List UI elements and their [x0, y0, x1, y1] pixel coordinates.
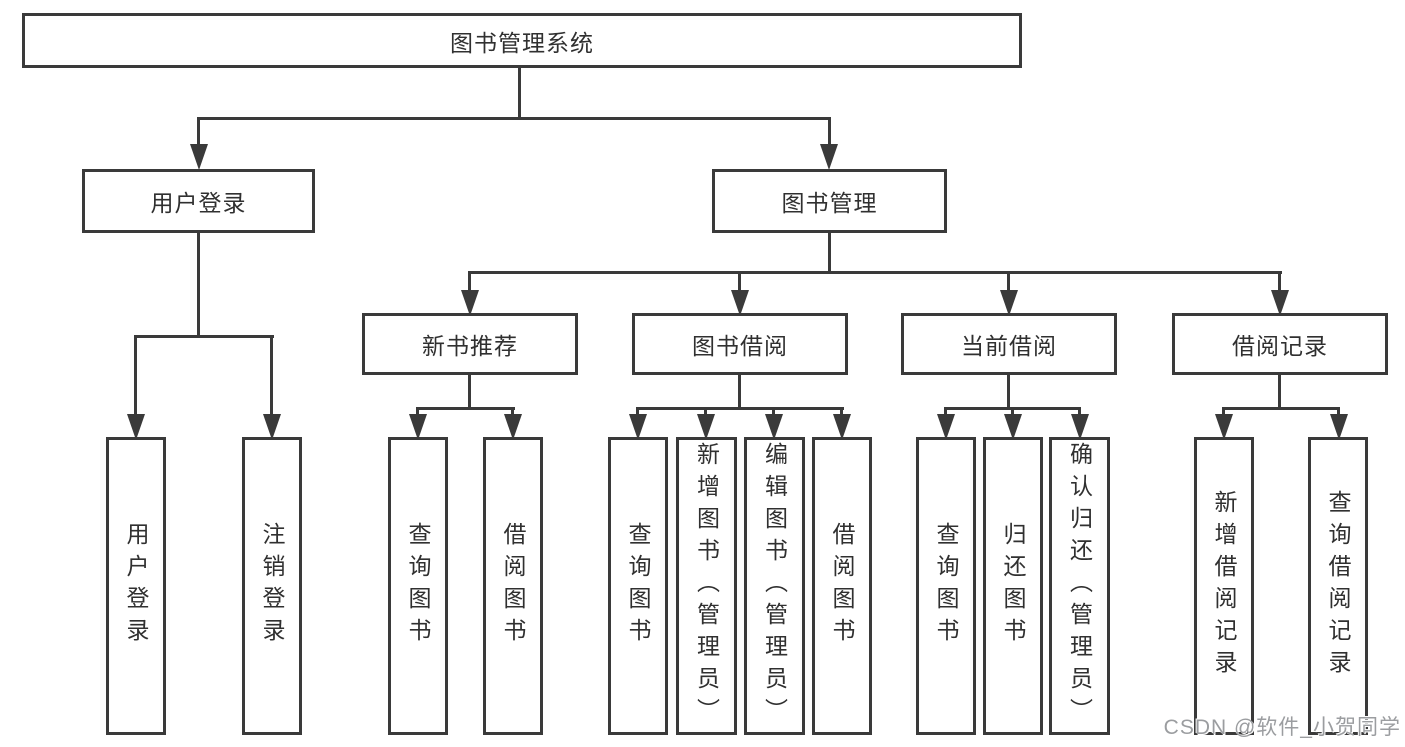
leaf-cb-return-book: 归还图书 — [983, 437, 1043, 735]
connector-segment — [197, 233, 200, 338]
connector-segment — [270, 335, 273, 416]
connector-segment — [134, 335, 274, 338]
arrow-down-icon — [833, 414, 851, 440]
node-borrow-records-label: 借阅记录 — [1232, 333, 1328, 359]
leaf-bb-query-book-label: 查询图书 — [625, 522, 651, 650]
leaf-bb-borrow-book: 借阅图书 — [812, 437, 872, 735]
arrow-down-icon — [820, 144, 838, 170]
leaf-cb-confirm-return: 确认归还（管理员） — [1049, 437, 1110, 735]
connector-segment — [134, 335, 137, 416]
connector-segment — [511, 407, 514, 419]
leaf-nbr-borrow-book-label: 借阅图书 — [500, 522, 526, 650]
leaf-logout-label: 注销登录 — [259, 522, 285, 650]
connector-segment — [1337, 407, 1340, 419]
arrow-down-icon — [697, 414, 715, 440]
connector-segment — [1278, 271, 1281, 293]
leaf-cb-return-book-label: 归还图书 — [1000, 522, 1026, 650]
leaf-cb-query-book-label: 查询图书 — [933, 522, 959, 650]
arrow-down-icon — [127, 414, 145, 440]
leaf-logout: 注销登录 — [242, 437, 302, 735]
connector-segment — [197, 117, 200, 147]
arrow-down-icon — [504, 414, 522, 440]
node-book-borrow: 图书借阅 — [632, 313, 848, 375]
connector-segment — [1007, 375, 1010, 410]
node-current-borrow: 当前借阅 — [901, 313, 1117, 375]
connector-segment — [636, 407, 639, 419]
leaf-user-login-label: 用户登录 — [123, 522, 149, 650]
connector-segment — [1222, 407, 1225, 419]
leaf-br-query-record-label: 查询借阅记录 — [1325, 490, 1351, 682]
connector-segment — [738, 375, 741, 410]
connector-segment — [416, 407, 419, 419]
connector-segment — [1278, 375, 1281, 410]
connector-segment — [1078, 407, 1081, 419]
arrow-down-icon — [731, 290, 749, 316]
leaf-nbr-query-book: 查询图书 — [388, 437, 448, 735]
connector-segment — [704, 407, 707, 419]
node-new-book-recommend: 新书推荐 — [362, 313, 578, 375]
node-user-login: 用户登录 — [82, 169, 315, 233]
arrow-down-icon — [461, 290, 479, 316]
connector-segment — [468, 271, 1282, 274]
node-borrow-records: 借阅记录 — [1172, 313, 1388, 375]
arrow-down-icon — [1000, 290, 1018, 316]
arrow-down-icon — [263, 414, 281, 440]
node-new-book-recommend-label: 新书推荐 — [422, 333, 518, 359]
connector-segment — [828, 117, 831, 147]
leaf-nbr-query-book-label: 查询图书 — [405, 522, 431, 650]
leaf-cb-query-book: 查询图书 — [916, 437, 976, 735]
arrow-down-icon — [1004, 414, 1022, 440]
arrow-down-icon — [1271, 290, 1289, 316]
node-book-management: 图书管理 — [712, 169, 947, 233]
arrow-down-icon — [1330, 414, 1348, 440]
leaf-nbr-borrow-book: 借阅图书 — [483, 437, 543, 735]
connector-segment — [1011, 407, 1014, 419]
leaf-bb-edit-book-label: 编辑图书（管理员） — [761, 442, 788, 730]
connector-segment — [197, 117, 831, 120]
leaf-br-add-record-label: 新增借阅记录 — [1211, 490, 1237, 682]
node-book-management-label: 图书管理 — [781, 190, 878, 216]
leaf-br-add-record: 新增借阅记录 — [1194, 437, 1254, 735]
arrow-down-icon — [765, 414, 783, 440]
connector-segment — [772, 407, 775, 419]
leaf-cb-confirm-return-label: 确认归还（管理员） — [1066, 442, 1093, 730]
leaf-user-login: 用户登录 — [106, 437, 166, 735]
connector-segment — [1007, 271, 1010, 293]
leaf-bb-edit-book: 编辑图书（管理员） — [744, 437, 805, 735]
connector-segment — [468, 375, 471, 410]
connector-segment — [828, 233, 831, 274]
node-current-borrow-label: 当前借阅 — [961, 333, 1057, 359]
connector-segment — [468, 271, 471, 293]
arrow-down-icon — [629, 414, 647, 440]
node-user-login-label: 用户登录 — [150, 190, 247, 216]
arrow-down-icon — [1215, 414, 1233, 440]
watermark: CSDN @软件_小贺同学 — [1163, 716, 1401, 739]
leaf-bb-add-book-label: 新增图书（管理员） — [693, 442, 720, 730]
arrow-down-icon — [937, 414, 955, 440]
connector-segment — [944, 407, 947, 419]
connector-segment — [518, 68, 521, 120]
arrow-down-icon — [190, 144, 208, 170]
node-root: 图书管理系统 — [22, 13, 1022, 68]
node-root-label: 图书管理系统 — [450, 29, 594, 56]
leaf-br-query-record: 查询借阅记录 — [1308, 437, 1368, 735]
node-book-borrow-label: 图书借阅 — [692, 333, 788, 359]
connector-segment — [416, 407, 515, 410]
leaf-bb-borrow-book-label: 借阅图书 — [829, 522, 855, 650]
leaf-bb-query-book: 查询图书 — [608, 437, 668, 735]
arrow-down-icon — [1071, 414, 1089, 440]
arrow-down-icon — [409, 414, 427, 440]
connector-segment — [840, 407, 843, 419]
connector-segment — [1222, 407, 1340, 410]
connector-segment — [738, 271, 741, 293]
connector-segment — [636, 407, 844, 410]
leaf-bb-add-book: 新增图书（管理员） — [676, 437, 737, 735]
